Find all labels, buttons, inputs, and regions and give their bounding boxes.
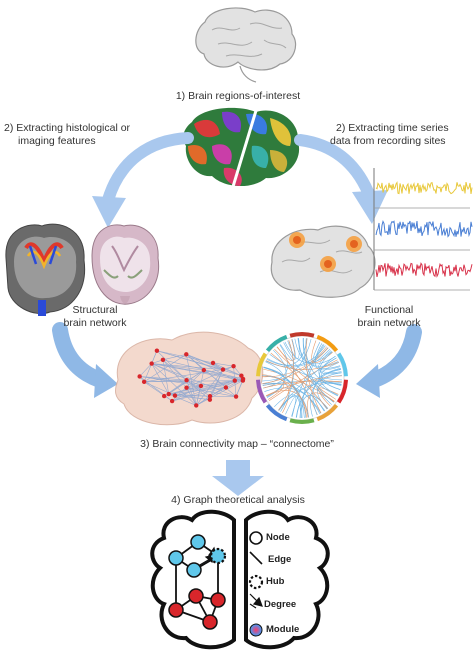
functional-network-label: Functional brain network [346,304,432,330]
structural-network-label: Structural brain network [52,304,138,330]
arrow-to-graph-analysis [212,460,264,496]
legend-hub-label: Hub [266,576,285,587]
arrow-functional-to-connectome [356,324,422,398]
functional-line2: brain network [357,317,421,329]
legend-edge-label: Edge [268,554,292,565]
parcellated-brain-icon [183,103,300,191]
top-brain-icon [195,7,297,83]
legend-degree-label: Degree [264,599,297,610]
arrow-structural-to-connectome [52,322,118,398]
coronal-section-histology [91,224,160,305]
legend-node-icon [249,531,263,545]
legend-hub-icon [248,574,264,590]
step1-label: 1) Brain regions-of-interest [175,90,301,102]
legend-node-label: Node [266,532,290,543]
step2-right-line1: 2) Extracting time series [336,122,449,134]
arrow-to-functional [294,134,388,224]
legend-module-label: Module [266,624,300,635]
legend-symbols [248,531,264,637]
legend-edge-icon [249,551,263,565]
step4-label: 4) Graph theoretical analysis [171,494,305,506]
step2-left-line1: 2) Extracting histological or [4,122,131,134]
functional-line1: Functional [364,304,414,316]
graph-nodes [168,534,227,630]
recording-brain-icon [270,225,376,298]
structural-network-brain [115,331,264,426]
step3-label: 3) Brain connectivity map – “connectome” [140,438,334,450]
graph-brain-outline [150,509,330,650]
time-series-panels [373,168,473,291]
step2-right-line2: data from recording sites [330,135,446,147]
coronal-section-mri [5,223,86,316]
legend-module-icon [249,623,263,637]
step2-left-line2: imaging features [18,135,96,147]
arrow-to-structural [92,132,194,228]
legend-degree-icon [249,593,263,609]
functional-circular-network [256,332,348,424]
structural-line2: brain network [63,317,127,329]
step2-left-label: 2) Extracting histological or imaging fe… [4,122,194,148]
structural-line1: Structural [72,304,118,316]
step2-right-label: 2) Extracting time series data from reco… [326,122,474,148]
